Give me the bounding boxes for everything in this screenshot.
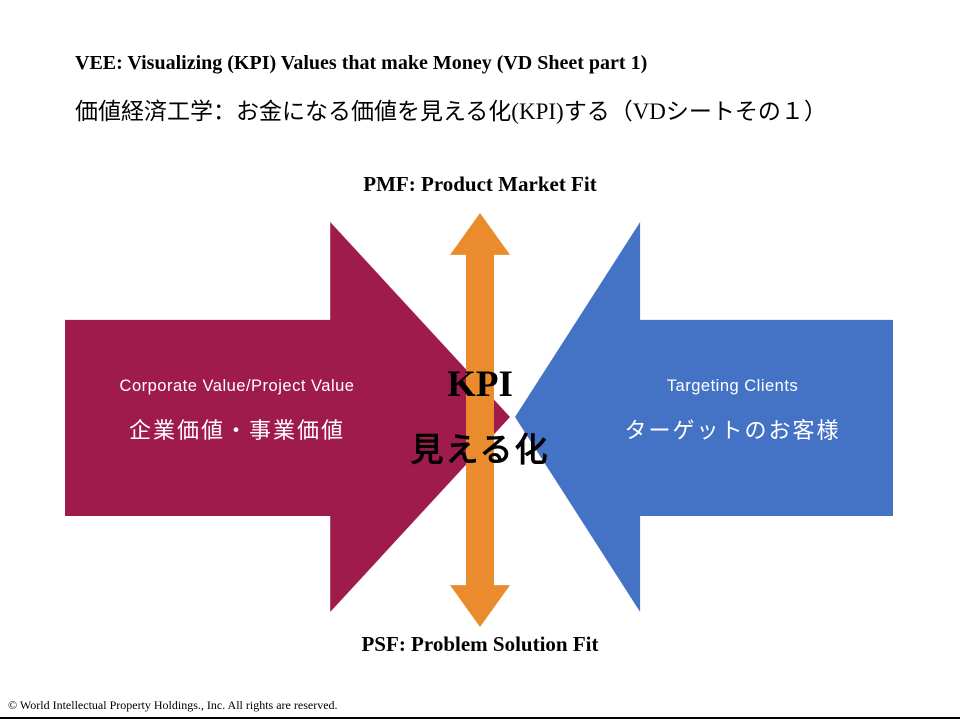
slide-title-english: VEE: Visualizing (KPI) Values that make … [75, 52, 648, 74]
right-arrow-label-english: Targeting Clients [666, 377, 799, 395]
bottom-border-line [0, 717, 960, 719]
slide-title-japanese: 価値経済工学：お金になる価値を見える化(KPI)する（VDシートその１） [75, 99, 827, 124]
copyright-text: © World Intellectual Property Holdings.,… [8, 698, 338, 712]
center-label-group: KPI 見える化 [380, 365, 580, 468]
left-arrow-label-japanese: 企業価値・事業価値 [128, 418, 345, 443]
left-arrow-label-english: Corporate Value/Project Value [119, 377, 355, 395]
left-arrow-label-group: Corporate Value/Project Value 企業価値・事業価値 [72, 375, 402, 445]
mieruka-label: 見える化 [410, 431, 550, 468]
kpi-label: KPI [447, 364, 513, 405]
pmf-label: PMF: Product Market Fit [363, 172, 597, 196]
psf-label: PSF: Problem Solution Fit [361, 632, 599, 656]
right-arrow-label-group: Targeting Clients ターゲットのお客様 [560, 375, 905, 445]
right-arrow-label-japanese: ターゲットのお客様 [624, 418, 841, 443]
